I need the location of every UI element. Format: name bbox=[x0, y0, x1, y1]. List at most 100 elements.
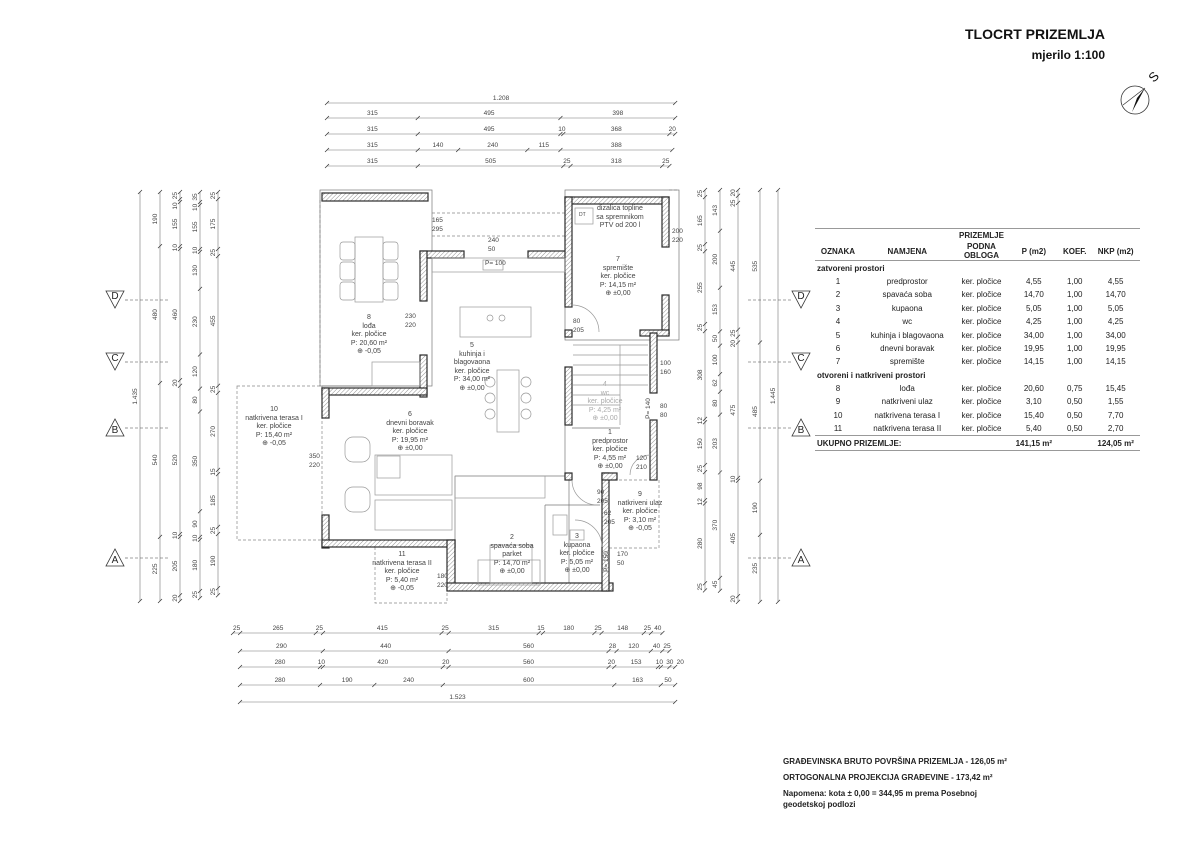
dimension-label: 290 bbox=[276, 643, 287, 650]
header-nkp: NKP (m2) bbox=[1091, 242, 1140, 262]
dimension-tick bbox=[324, 131, 330, 137]
dimension-tick bbox=[702, 501, 708, 506]
room-label-line: P: 20,60 m² bbox=[350, 339, 388, 347]
dimension-tick bbox=[672, 115, 678, 121]
dimension-tick bbox=[702, 420, 708, 425]
projection-note: ORTOGONALNA PROJEKCIJA GRAĐEVINE - 173,4… bbox=[783, 773, 993, 782]
north-label: S bbox=[1145, 68, 1162, 85]
dimension-label: 280 bbox=[697, 538, 704, 549]
dimension-tick bbox=[735, 200, 741, 206]
table-cell: ker. pločice bbox=[961, 357, 1002, 367]
dimension-tick bbox=[672, 664, 678, 670]
area-table: PRIZEMLJE OZNAKA NAMJENA PODNA OBLOGA P … bbox=[815, 228, 1140, 451]
section-marker-B bbox=[105, 418, 125, 437]
drawing-title: TLOCRT PRIZEMLJA bbox=[965, 26, 1105, 42]
wall bbox=[419, 250, 428, 302]
dimension-tick bbox=[775, 599, 781, 605]
table-cell: kuhinja i blagovaona bbox=[870, 330, 944, 340]
opening-dimension: 50 bbox=[488, 246, 496, 253]
opening-dimension: 220 bbox=[437, 582, 448, 589]
dimension-tick bbox=[137, 189, 143, 195]
table-row: otvoreni i natkriveni prostori bbox=[815, 369, 1140, 382]
chair bbox=[382, 281, 399, 301]
dimension-tick bbox=[775, 187, 781, 193]
dimension-label: 318 bbox=[611, 158, 622, 165]
total-label: UKUPNO PRIZEMLJE: bbox=[815, 435, 1010, 451]
dimension-tick bbox=[157, 534, 163, 540]
dimension-label: 143 bbox=[712, 205, 719, 216]
room-label-line: P: 14,70 m² bbox=[493, 559, 531, 567]
header-podna: PODNA OBLOGA bbox=[953, 242, 1010, 262]
dimension-label: 25 bbox=[594, 625, 602, 632]
table-cell: natkrivena terasa II bbox=[873, 424, 942, 434]
dimension-tick bbox=[717, 371, 723, 377]
section-marker-A bbox=[105, 548, 125, 567]
room-label-line: ⊕ ±0,00 bbox=[592, 415, 618, 422]
dimension-tick bbox=[197, 588, 203, 594]
dimension-tick bbox=[735, 327, 741, 332]
table-cell: 1,00 bbox=[1066, 276, 1083, 286]
dimension-tick bbox=[735, 599, 741, 605]
dimension-label: 25 bbox=[192, 591, 199, 599]
dimension-tick bbox=[215, 593, 221, 598]
dimension-label: 25 bbox=[210, 385, 217, 393]
armchair bbox=[344, 486, 371, 513]
dimension-tick bbox=[324, 100, 330, 106]
table-cell: natkriveni ulaz bbox=[881, 397, 933, 407]
section-letter: D bbox=[111, 291, 119, 302]
dimension-tick bbox=[215, 585, 221, 591]
dimension-label: 25 bbox=[697, 324, 704, 332]
room-label-line: ker. pločice bbox=[559, 550, 595, 557]
room-label-line: 4 bbox=[603, 381, 607, 388]
table-cell: 19,95 bbox=[1023, 343, 1044, 353]
furniture bbox=[339, 207, 651, 586]
dimension-label: 308 bbox=[697, 369, 704, 380]
room-label-line: ker. pločice bbox=[587, 398, 623, 405]
wall bbox=[446, 582, 614, 592]
dimension-label: 25 bbox=[316, 625, 324, 632]
table-cell: natkrivena terasa I bbox=[874, 410, 941, 420]
dimension-label: 45 bbox=[712, 580, 719, 588]
room-label-line: ⊕ ±0,00 bbox=[397, 445, 423, 452]
opening-dimension: 220 bbox=[672, 237, 683, 244]
dimension-tick bbox=[667, 131, 672, 137]
section-marker-D bbox=[105, 290, 125, 309]
washbasin bbox=[569, 529, 585, 541]
dimension-label: 10 bbox=[558, 126, 566, 133]
dimension-label: 20 bbox=[608, 659, 616, 666]
dimension-tick bbox=[702, 241, 708, 247]
dimension-label: 265 bbox=[273, 625, 284, 632]
dimension-tick bbox=[446, 630, 451, 636]
door-swing bbox=[629, 454, 651, 476]
door-swing bbox=[571, 304, 600, 333]
dimension-tick bbox=[317, 682, 323, 688]
room-label-line: kupaona bbox=[563, 541, 591, 549]
opening-dimension: 180 bbox=[437, 573, 448, 580]
room-label-line: ker. pločice bbox=[454, 367, 490, 375]
table-cell: ker. pločice bbox=[961, 290, 1002, 300]
table-cell: 4,55 bbox=[1026, 276, 1042, 286]
opening-dimension: 350 bbox=[309, 453, 320, 460]
room-label-line: P: 5,05 m² bbox=[560, 558, 594, 566]
chair bbox=[382, 261, 399, 281]
table-cell: 0,50 bbox=[1066, 410, 1083, 420]
table-cell: 14,70 bbox=[1023, 290, 1044, 300]
dimension-tick bbox=[592, 630, 597, 636]
dimension-label: 440 bbox=[380, 643, 391, 650]
dimension-tick bbox=[197, 286, 203, 292]
dimension-label: 12 bbox=[697, 498, 704, 506]
header-namjena: NAMJENA bbox=[860, 242, 954, 262]
dimension-tick bbox=[757, 478, 763, 483]
dimension-tick bbox=[599, 630, 604, 636]
dimension-label: 475 bbox=[730, 404, 737, 415]
table-cell: 0,50 bbox=[1066, 424, 1083, 434]
dimension-tick bbox=[648, 630, 654, 636]
dimension-tick bbox=[320, 648, 326, 654]
room-label-line: ker. pločice bbox=[392, 428, 428, 435]
dimension-tick bbox=[215, 253, 221, 259]
dimension-tick bbox=[215, 524, 221, 530]
